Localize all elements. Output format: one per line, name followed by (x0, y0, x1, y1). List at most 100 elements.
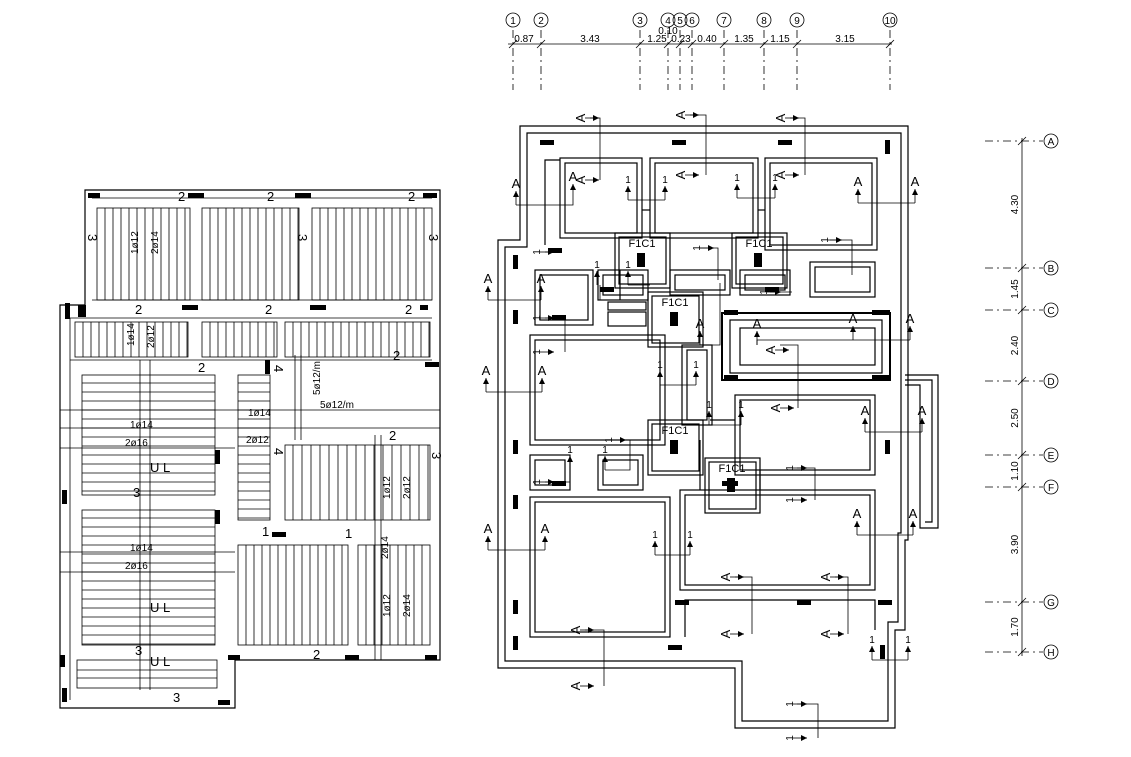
tie-beam-inner (534, 501, 666, 633)
section-marker: 1 (785, 465, 807, 471)
section-marker: A (568, 625, 594, 634)
section-arrowhead (855, 189, 861, 195)
section-marker: A (696, 316, 705, 345)
section-marker: 1 (759, 289, 781, 295)
bar-mark: 4 (271, 365, 286, 372)
column-mark (215, 450, 220, 464)
section-label: A (484, 271, 493, 286)
grid-bubble-label: 2 (538, 16, 544, 27)
section-arrowhead (693, 371, 699, 377)
footing-pad (731, 232, 788, 289)
section-marker: 1 (738, 400, 744, 425)
ul-label: U L (150, 654, 170, 669)
column-mark (60, 655, 65, 667)
grid-bubble-y (1043, 260, 1059, 276)
section-marker: 1 (772, 173, 778, 198)
section-marker: 1 (604, 437, 626, 443)
section-cut-line (756, 339, 910, 345)
grid-bubble-label: 9 (794, 16, 800, 27)
dim-tick (1017, 263, 1027, 273)
rebar-label: 2ø12 (246, 435, 269, 446)
column-mark (675, 600, 689, 605)
section-arrowhead (548, 315, 554, 321)
tie-beam (684, 599, 876, 637)
tie-beam-inner (539, 274, 589, 321)
section-marker: A (484, 271, 493, 300)
column-mark (778, 140, 792, 145)
section-arrowhead (734, 184, 740, 190)
section-marker: A (537, 271, 546, 300)
section-arrowhead (593, 115, 599, 121)
slab-panel (311, 207, 433, 301)
section-label: 1 (820, 237, 831, 243)
section-marker: 1 (785, 497, 807, 503)
column-mark (600, 287, 614, 292)
grid-bubble-y (1043, 479, 1059, 495)
column-mark (540, 140, 554, 145)
section-marker: A (818, 629, 844, 638)
slab-panel (96, 207, 191, 301)
section-arrowhead (850, 326, 856, 332)
footing-label: F1C1 (719, 463, 746, 475)
section-arrowhead (697, 331, 703, 337)
column-mark (420, 305, 428, 310)
grid-bubble-label: 4 (665, 16, 671, 27)
dim-tick (759, 39, 769, 49)
section-label: A (512, 176, 521, 191)
grid-bubble-x (505, 12, 521, 28)
column-mark (722, 481, 738, 486)
tie-beam-inner (564, 162, 638, 234)
section-label: 1 (602, 445, 608, 456)
section-marker: A (854, 174, 863, 203)
bar-mark: 2 (313, 647, 320, 662)
column-mark (295, 193, 311, 198)
section-arrowhead (854, 521, 860, 527)
bar-mark: 2 (265, 302, 272, 317)
rebar-label: 2ø12 (402, 476, 413, 499)
section-arrowhead (485, 536, 491, 542)
section-label: A (673, 110, 688, 119)
bar-mark: 2 (198, 360, 205, 375)
footing-pad (614, 232, 671, 289)
section-arrowhead (793, 172, 799, 178)
tie-beam (739, 269, 791, 296)
grid-bubble-x (756, 12, 772, 28)
rebar-label: 1ø14 (130, 543, 153, 554)
rebar-label: 2ø16 (125, 438, 148, 449)
section-marker: 1 (652, 530, 658, 555)
section-label: 1 (785, 701, 796, 707)
grid-bubble-y (1043, 302, 1059, 318)
dimension-label: 1.10 (1010, 461, 1021, 481)
section-marker: A (512, 176, 521, 205)
section-arrowhead (485, 286, 491, 292)
tie-beam-inner (814, 266, 871, 293)
column-mark (188, 193, 204, 198)
column-mark (310, 305, 326, 310)
section-marker: 1 (657, 360, 663, 385)
rebar-label: 2ø14 (402, 594, 413, 617)
section-arrowhead (483, 378, 489, 384)
column-mark (672, 140, 686, 145)
dimension-label: 4.30 (1010, 194, 1021, 214)
grid-bubble-label: F (1048, 483, 1054, 494)
column-mark (637, 253, 645, 267)
section-arrowhead (542, 536, 548, 542)
section-label: 1 (532, 315, 543, 321)
section-marker: 1 (692, 245, 714, 251)
footing-pad-inner (708, 461, 757, 510)
column-mark (797, 600, 811, 605)
bar-mark: 2 (389, 428, 396, 443)
section-label: 1 (532, 349, 543, 355)
section-arrowhead (687, 541, 693, 547)
bar-mark: 2 (178, 189, 185, 204)
section-label: A (573, 113, 588, 122)
tie-beam (607, 301, 647, 311)
section-marker: 1 (602, 445, 608, 470)
section-arrowhead (801, 701, 807, 707)
column-mark (265, 360, 270, 374)
dimension-label: 2.50 (1010, 408, 1021, 428)
section-marker: 1 (567, 445, 573, 470)
bar-mark: 1 (345, 526, 352, 541)
section-arrowhead (869, 646, 875, 652)
